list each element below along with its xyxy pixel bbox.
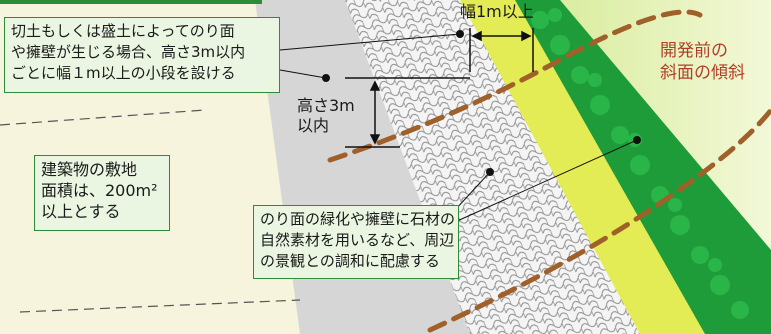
original-slope-label-line-2: 斜面の傾斜	[660, 63, 745, 83]
retaining-wall	[345, 0, 640, 334]
width-label: 幅1m以上	[460, 2, 534, 21]
height-label-line-1: 高さ3m	[297, 96, 355, 115]
note-site-area: 建築物の敷地 面積は、200m² 以上とする	[34, 155, 170, 231]
note-site-area-line-2: 面積は、200m²	[41, 181, 158, 200]
original-slope-line-upper	[327, 9, 703, 163]
note-slope-rule-line-1: 切土もしくは盛土によってのり面	[11, 22, 235, 40]
height-dimension	[345, 77, 470, 148]
original-slope-line-lower	[427, 107, 771, 333]
height-label-line-2: 以内	[297, 116, 330, 135]
original-slope-label-line-1: 開発前の	[660, 41, 728, 61]
original-slope-label: 開発前の 斜面の傾斜	[660, 40, 745, 84]
top-accent-bar	[0, 0, 262, 4]
dashed-ground-line-upper	[0, 109, 206, 126]
height-label: 高さ3m 以内	[297, 96, 355, 136]
leader-lines	[279, 30, 641, 223]
note-slope-rule-line-3: ごとに幅１m以上の小段を設ける	[11, 64, 236, 82]
note-landscape: のり面の緑化や擁壁に石材の 自然素材を用いるなど、周辺 の景観との調和に配慮する	[253, 205, 459, 279]
greenery-texture	[531, 8, 749, 319]
width-dimension	[469, 28, 534, 72]
note-landscape-line-2: 自然素材を用いるなど、周辺	[260, 231, 455, 249]
note-slope-rule: 切土もしくは盛土によってのり面 や擁壁が生じる場合、高さ3m以内 ごとに幅１m以…	[4, 17, 280, 93]
note-site-area-line-3: 以上とする	[41, 202, 121, 221]
note-site-area-line-1: 建築物の敷地	[41, 160, 138, 179]
berm-step	[460, 0, 705, 334]
note-landscape-line-3: の景観との調和に配慮する	[260, 252, 440, 270]
note-slope-rule-line-2: や擁壁が生じる場合、高さ3m以内	[11, 43, 246, 61]
note-landscape-line-1: のり面の緑化や擁壁に石材の	[260, 210, 456, 228]
dashed-ground-line-lower	[19, 299, 301, 313]
